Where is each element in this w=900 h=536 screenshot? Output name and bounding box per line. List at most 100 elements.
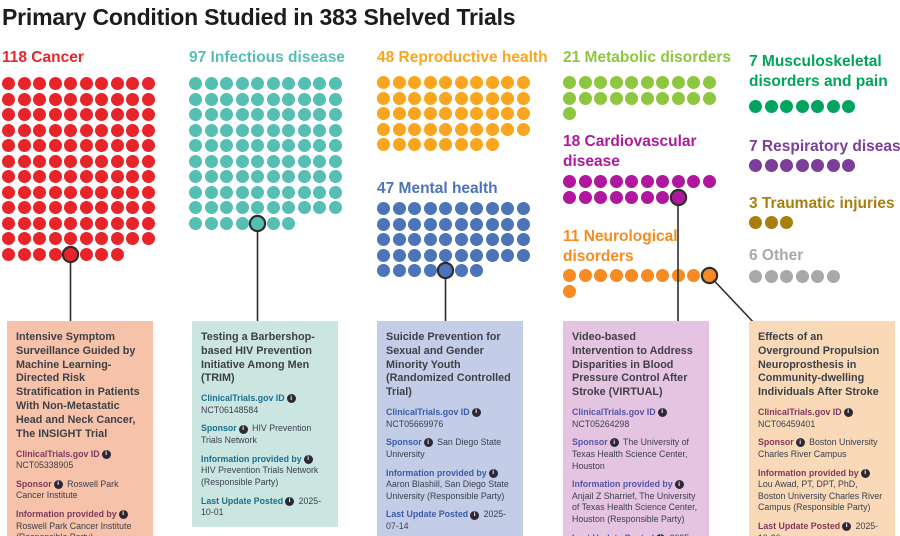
info-icon[interactable]: i bbox=[795, 438, 805, 448]
provided_by-value: Anjail Z Sharrief, The University of Tex… bbox=[572, 490, 698, 524]
dot bbox=[640, 175, 654, 188]
sponsor-label: Sponsor bbox=[16, 478, 52, 489]
dot bbox=[282, 154, 295, 168]
dot bbox=[79, 154, 93, 168]
dot bbox=[377, 122, 390, 136]
trial-card-mental: Suicide Prevention for Sexual and Gender… bbox=[377, 321, 523, 536]
dot bbox=[470, 76, 483, 89]
dot bbox=[79, 201, 93, 214]
dot bbox=[220, 201, 233, 214]
last_update-label: Last Update Posted bbox=[201, 495, 284, 506]
info-icon[interactable]: i bbox=[656, 533, 666, 536]
dot bbox=[328, 108, 342, 121]
dot bbox=[423, 76, 437, 89]
info-icon[interactable]: i bbox=[860, 468, 870, 478]
highlighted-dot[interactable] bbox=[64, 247, 77, 261]
info-icon[interactable]: i bbox=[657, 408, 667, 418]
dot bbox=[251, 170, 264, 183]
dot bbox=[220, 77, 233, 90]
dot bbox=[297, 108, 311, 121]
dot bbox=[485, 217, 499, 231]
connector-neurological bbox=[712, 279, 757, 326]
dot bbox=[266, 123, 280, 137]
info-icon[interactable]: i bbox=[285, 496, 295, 506]
dot bbox=[48, 216, 62, 230]
info-icon[interactable]: i bbox=[53, 479, 63, 489]
nct-label: ClinicalTrials.gov ID bbox=[16, 448, 100, 459]
info-icon[interactable]: i bbox=[423, 438, 433, 448]
info-icon[interactable]: i bbox=[843, 408, 853, 418]
nct-value: NCT05338905 bbox=[16, 460, 74, 471]
dot bbox=[266, 139, 280, 152]
dot bbox=[204, 77, 218, 90]
traumatic-dot-grid bbox=[749, 216, 900, 229]
dot bbox=[563, 175, 576, 188]
provided_by-value: HIV Prevention Trials Network (Responsib… bbox=[201, 465, 319, 487]
dot bbox=[408, 91, 421, 105]
dot bbox=[408, 217, 421, 231]
dot bbox=[266, 154, 280, 168]
dot bbox=[795, 159, 809, 172]
dot bbox=[377, 202, 390, 215]
dot bbox=[126, 77, 139, 90]
dot bbox=[780, 159, 793, 172]
info-icon[interactable]: i bbox=[609, 438, 619, 448]
dot bbox=[48, 123, 62, 137]
dot bbox=[189, 170, 202, 183]
info-icon[interactable]: i bbox=[303, 454, 313, 464]
info-icon[interactable]: i bbox=[488, 468, 498, 478]
dot bbox=[235, 154, 249, 168]
info-icon[interactable]: i bbox=[471, 408, 481, 418]
highlighted-dot[interactable] bbox=[251, 216, 264, 230]
dot bbox=[377, 217, 390, 231]
dot bbox=[220, 185, 233, 199]
category-label-metabolic: 21 Metabolic disorders bbox=[563, 49, 731, 66]
dot bbox=[251, 92, 264, 106]
dot bbox=[64, 108, 77, 121]
dot bbox=[110, 216, 124, 230]
info-icon[interactable]: i bbox=[101, 449, 111, 459]
dot bbox=[563, 107, 576, 120]
dot bbox=[33, 92, 46, 106]
sponsor-label: Sponsor bbox=[758, 437, 794, 448]
info-icon[interactable]: i bbox=[842, 522, 852, 532]
dot bbox=[2, 232, 15, 245]
info-icon[interactable]: i bbox=[286, 394, 296, 404]
dot bbox=[377, 248, 390, 262]
dot bbox=[640, 91, 654, 105]
dot bbox=[48, 108, 62, 121]
dot bbox=[64, 216, 77, 230]
dot bbox=[392, 264, 406, 277]
info-icon[interactable]: i bbox=[118, 510, 128, 520]
provided_by-value: Lou Awad, PT, DPT, PhD, Boston Universit… bbox=[758, 479, 883, 513]
dot bbox=[423, 107, 437, 120]
dot bbox=[95, 139, 108, 152]
dot bbox=[470, 233, 483, 246]
dot bbox=[594, 175, 607, 188]
highlighted-dot[interactable] bbox=[702, 269, 716, 282]
dot bbox=[516, 233, 530, 246]
dot bbox=[454, 122, 468, 136]
info-icon[interactable]: i bbox=[674, 480, 684, 490]
dot bbox=[454, 91, 468, 105]
dot bbox=[48, 139, 62, 152]
dot bbox=[266, 201, 280, 214]
dot bbox=[470, 264, 483, 277]
dot bbox=[95, 170, 108, 183]
dot bbox=[33, 201, 46, 214]
dot bbox=[408, 202, 421, 215]
dot bbox=[501, 122, 514, 136]
dot bbox=[64, 185, 77, 199]
dot bbox=[95, 232, 108, 245]
dot bbox=[563, 284, 576, 298]
highlighted-dot[interactable] bbox=[671, 190, 685, 204]
nct-value: NCT06148584 bbox=[201, 404, 259, 415]
highlighted-dot[interactable] bbox=[439, 264, 452, 277]
dot bbox=[625, 269, 638, 282]
dot bbox=[48, 247, 62, 261]
dot bbox=[282, 123, 295, 137]
info-icon[interactable]: i bbox=[238, 424, 248, 434]
info-icon[interactable]: i bbox=[470, 510, 480, 520]
dot bbox=[392, 76, 406, 89]
